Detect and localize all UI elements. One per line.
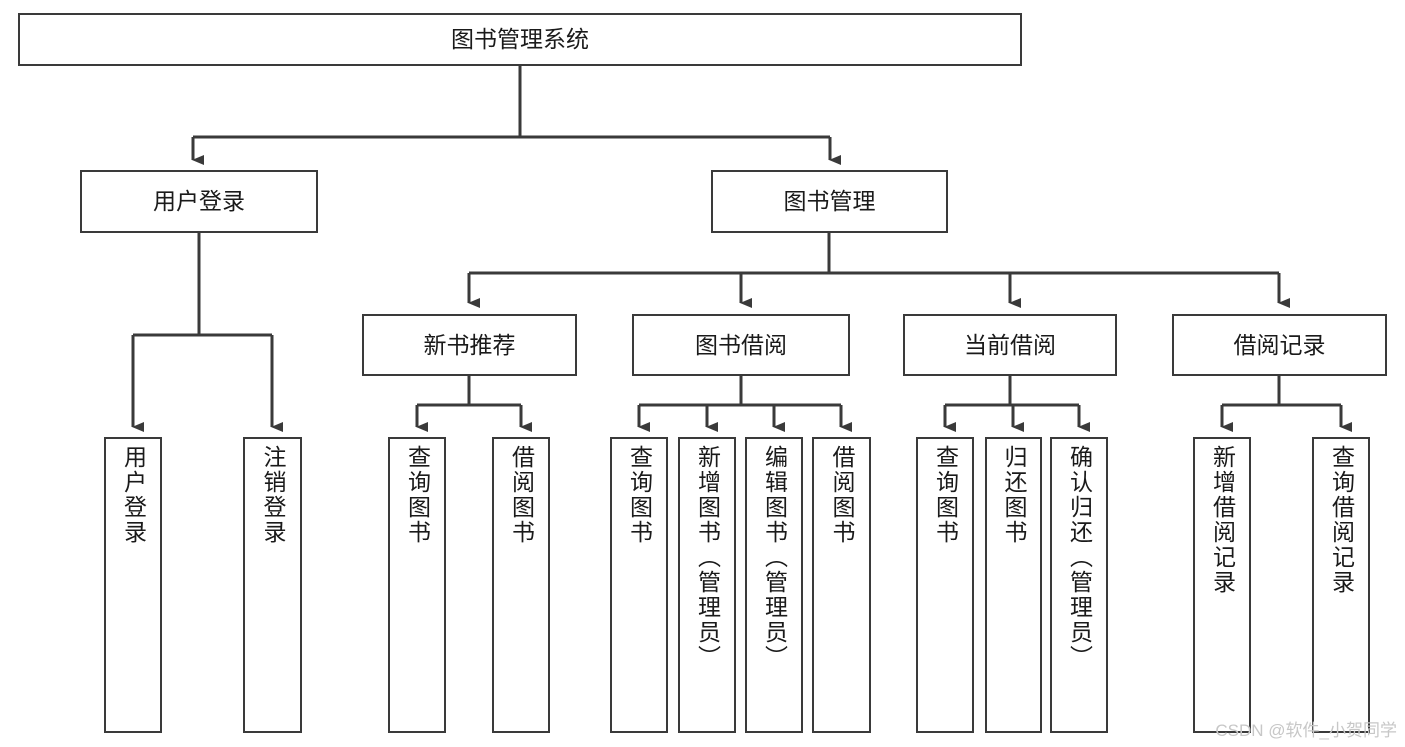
node-current-borrow[interactable]: 当前借阅: [903, 314, 1117, 376]
node-borrow-record-label: 借阅记录: [1233, 331, 1326, 358]
node-leaf-query-book-3-label: 查询图书: [932, 445, 959, 545]
node-leaf-query-book-1[interactable]: 查询图书: [388, 437, 446, 733]
node-leaf-query-book-1-label: 查询图书: [404, 445, 431, 545]
node-root[interactable]: 图书管理系统: [18, 13, 1022, 66]
node-leaf-borrow-book-2-label: 借阅图书: [829, 445, 855, 545]
node-leaf-return-book[interactable]: 归还图书: [985, 437, 1042, 733]
node-leaf-edit-book[interactable]: 编辑图书（管理员）: [745, 437, 803, 733]
node-leaf-query-book-3[interactable]: 查询图书: [916, 437, 974, 733]
node-leaf-confirm-return-label: 确认归还（管理员）: [1066, 445, 1093, 670]
node-book-manage[interactable]: 图书管理: [711, 170, 948, 233]
node-book-manage-label: 图书管理: [783, 188, 876, 215]
node-leaf-borrow-book-1[interactable]: 借阅图书: [492, 437, 550, 733]
node-leaf-add-record[interactable]: 新增借阅记录: [1193, 437, 1251, 733]
node-leaf-user-logout-label: 注销登录: [260, 445, 286, 545]
node-leaf-edit-book-label: 编辑图书（管理员）: [761, 445, 788, 670]
node-leaf-query-record-label: 查询借阅记录: [1328, 445, 1355, 595]
node-leaf-user-login[interactable]: 用户登录: [104, 437, 162, 733]
node-leaf-add-book[interactable]: 新增图书（管理员）: [678, 437, 736, 733]
node-borrow-record[interactable]: 借阅记录: [1172, 314, 1387, 376]
node-current-borrow-label: 当前借阅: [964, 331, 1056, 358]
node-leaf-borrow-book-2[interactable]: 借阅图书: [812, 437, 871, 733]
node-leaf-confirm-return[interactable]: 确认归还（管理员）: [1050, 437, 1108, 733]
node-leaf-add-record-label: 新增借阅记录: [1209, 445, 1236, 595]
node-leaf-user-logout[interactable]: 注销登录: [243, 437, 302, 733]
node-leaf-query-record[interactable]: 查询借阅记录: [1312, 437, 1370, 733]
node-user-login-label: 用户登录: [153, 188, 245, 215]
node-leaf-query-book-2-label: 查询图书: [626, 445, 653, 545]
node-leaf-user-login-label: 用户登录: [120, 445, 147, 545]
csdn-watermark: CSDN @软件_小贺同学: [1215, 721, 1397, 740]
node-book-borrow-label: 图书借阅: [695, 331, 787, 358]
node-leaf-borrow-book-1-label: 借阅图书: [508, 445, 535, 545]
node-new-book-recommend-label: 新书推荐: [423, 331, 516, 358]
node-new-book-recommend[interactable]: 新书推荐: [362, 314, 577, 376]
node-leaf-add-book-label: 新增图书（管理员）: [694, 445, 721, 670]
node-user-login[interactable]: 用户登录: [80, 170, 318, 233]
node-book-borrow[interactable]: 图书借阅: [632, 314, 850, 376]
node-leaf-return-book-label: 归还图书: [1001, 445, 1027, 545]
node-root-label: 图书管理系统: [451, 26, 589, 53]
node-leaf-query-book-2[interactable]: 查询图书: [610, 437, 668, 733]
